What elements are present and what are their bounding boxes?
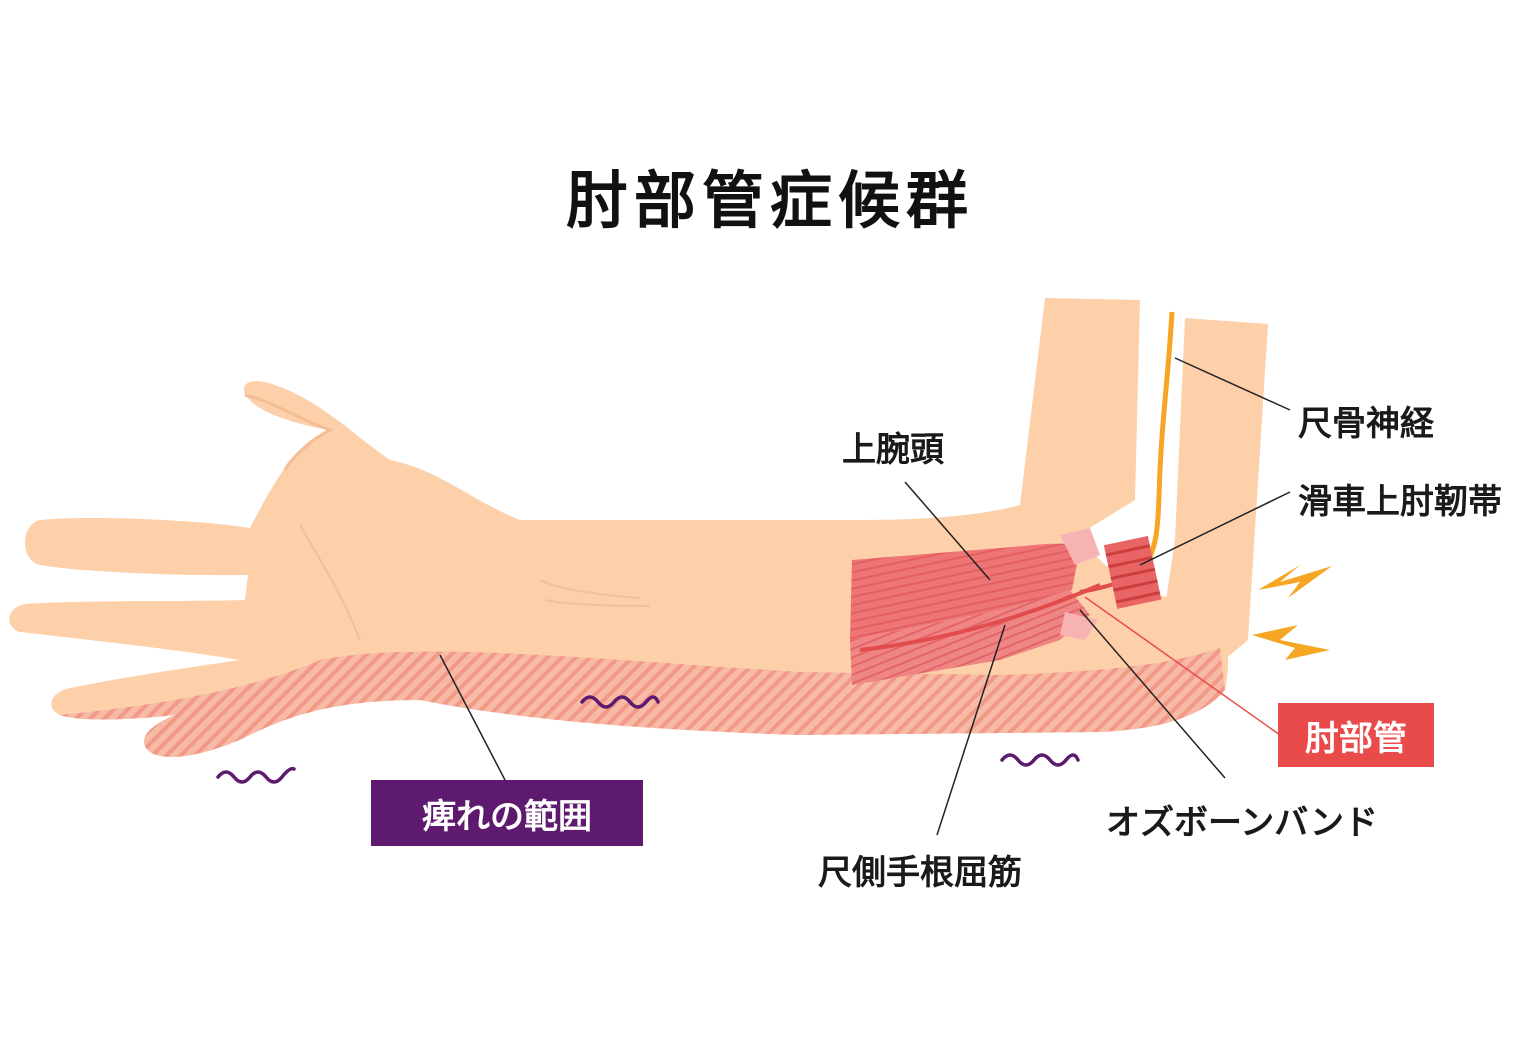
label-numbness-area: 痺れの範囲: [371, 780, 643, 846]
label-ulnar-nerve: 尺骨神経: [1298, 404, 1434, 444]
label-cubital-tunnel: 肘部管: [1278, 703, 1434, 767]
lightning-icon: [1252, 565, 1332, 660]
label-ligament: 滑車上肘靭帯: [1298, 482, 1502, 522]
diagram-title: 肘部管症候群: [565, 164, 974, 237]
tunnel-leader: [1084, 596, 1281, 736]
label-fcu-muscle: 尺側手根屈筋: [818, 853, 1022, 893]
numbness-area-shade: [60, 648, 1225, 757]
label-lateral-epicondyle: 上腕頭: [842, 430, 944, 470]
muscle-group: [850, 528, 1147, 685]
ligament: [1103, 535, 1162, 609]
label-osborne-band: オズボーンバンド: [1106, 803, 1378, 843]
numbness-wave-icon: [216, 695, 1080, 784]
upper-arm: [1020, 298, 1268, 680]
leader-lines: [439, 357, 1291, 836]
